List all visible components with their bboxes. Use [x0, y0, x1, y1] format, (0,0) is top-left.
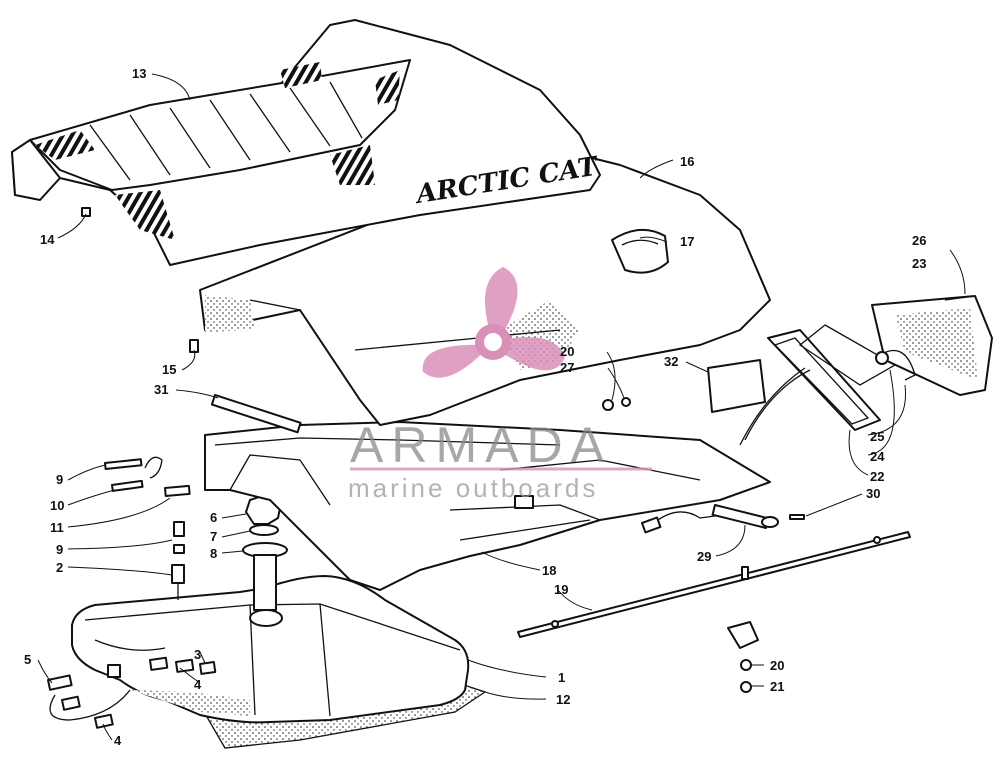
callout-5: 5: [24, 652, 31, 667]
callout-23: 23: [912, 256, 926, 271]
callout-3: 3: [194, 647, 201, 662]
callout-29: 29: [697, 549, 711, 564]
callout-30: 30: [866, 486, 880, 501]
callout-32: 32: [664, 354, 678, 369]
callout-15: 15: [162, 362, 176, 377]
callout-11: 11: [50, 520, 64, 535]
callout-6: 6: [210, 510, 217, 525]
callout-9a: 9: [56, 472, 63, 487]
callout-10: 10: [50, 498, 64, 513]
rod: [517, 531, 911, 638]
lower-body-pan: [204, 421, 771, 591]
taillight-assembly: [707, 295, 993, 446]
callout-4a: 4: [194, 677, 202, 692]
callout-27: 27: [560, 360, 574, 375]
callout-24: 24: [870, 449, 885, 464]
callout-2: 2: [56, 560, 63, 575]
hardware: [47, 207, 805, 729]
callout-18: 18: [542, 563, 556, 578]
callout-4b: 4: [114, 733, 122, 748]
callout-17: 17: [680, 234, 694, 249]
callout-22: 22: [870, 469, 884, 484]
callout-12: 12: [556, 692, 570, 707]
fuel-tank: [71, 575, 470, 724]
watermark: ARMADA marine outboards: [348, 267, 652, 503]
watermark-subtitle: marine outboards: [348, 473, 598, 503]
propeller-logo-icon: [422, 267, 565, 378]
callout-31: 31: [154, 382, 168, 397]
callout-8: 8: [210, 546, 217, 561]
seat-cowl: ARCTIC CAT: [11, 19, 601, 266]
callout-20b: 20: [770, 658, 784, 673]
callout-19: 19: [554, 582, 568, 597]
callout-16: 16: [680, 154, 694, 169]
callout-26: 26: [912, 233, 926, 248]
callout-labels: 13 14 15 31 16 17 26 23 20 27 32 25 24 2…: [24, 66, 926, 748]
callout-14: 14: [40, 232, 55, 247]
callout-13: 13: [132, 66, 146, 81]
callout-1: 1: [558, 670, 565, 685]
leader-lines: [37, 73, 966, 741]
callout-20a: 20: [560, 344, 574, 359]
watermark-title: ARMADA: [350, 417, 612, 473]
trim-strip: [210, 394, 302, 434]
callout-9b: 9: [56, 542, 63, 557]
callout-21: 21: [770, 679, 784, 694]
callout-25: 25: [870, 429, 884, 444]
callout-7: 7: [210, 529, 217, 544]
